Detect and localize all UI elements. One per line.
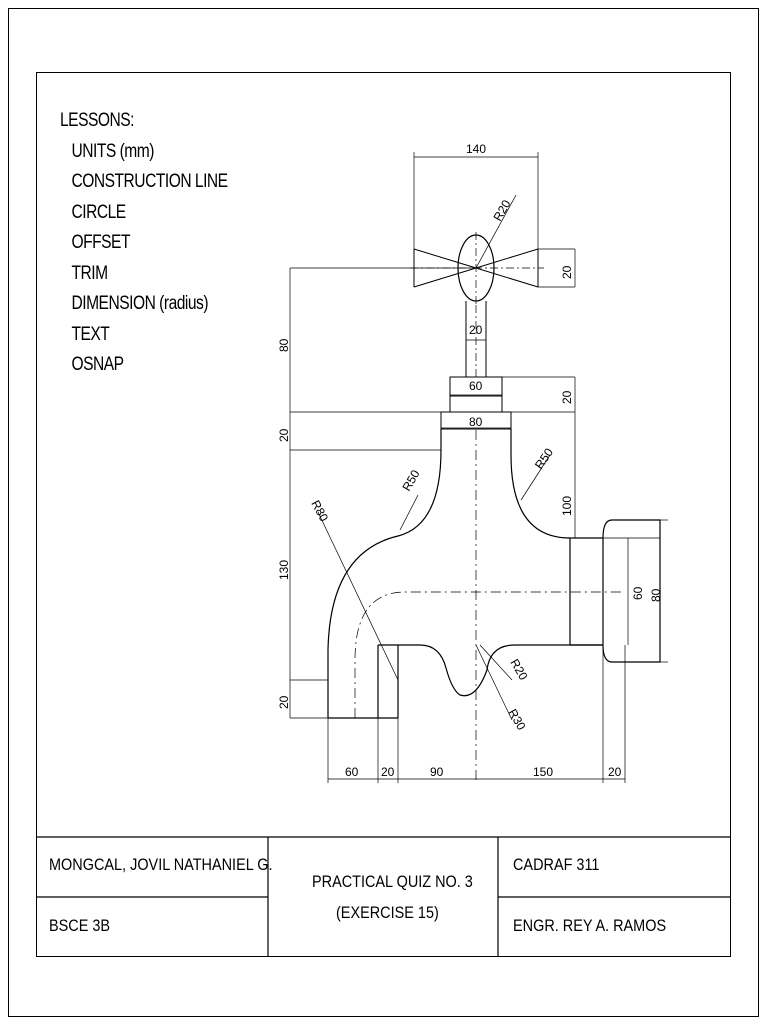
lessons-list: LESSONS: UNITS (mm) CONSTRUCTION LINE CI…	[60, 106, 228, 381]
section-label: BSCE 3B	[49, 916, 111, 935]
lesson-item: TRIM	[71, 262, 108, 284]
dim-80-right: 80	[649, 588, 663, 602]
lesson-item: TEXT	[71, 323, 110, 345]
lesson-item: CIRCLE	[71, 201, 126, 223]
title-block-grid	[36, 836, 731, 957]
dim-150: 150	[533, 765, 553, 779]
lesson-item: OSNAP	[71, 354, 124, 375]
dim-140: 140	[466, 142, 486, 156]
student-name: MONGCAL, JOVIL NATHANIEL G.	[49, 855, 273, 874]
dim-90: 90	[430, 765, 444, 779]
outer-border	[8, 8, 759, 1017]
dim-80-collar: 80	[469, 415, 483, 429]
dim-130: 130	[277, 560, 291, 580]
valve-handle	[410, 232, 575, 305]
drawing-sheet	[36, 72, 731, 957]
valve-cap	[440, 376, 512, 430]
course-code: CADRAF 311	[513, 855, 600, 874]
dim-80-left: 80	[277, 338, 291, 352]
quiz-title: PRACTICAL QUIZ NO. 3	[312, 872, 473, 891]
instructor-name: ENGR. REY A. RAMOS	[513, 916, 667, 935]
dim-20-b1: 20	[381, 765, 395, 779]
dim-60-right: 60	[631, 586, 645, 600]
lesson-item: CONSTRUCTION LINE	[71, 171, 228, 192]
dim-20-left-low: 20	[277, 695, 291, 709]
lesson-item: DIMENSION (radius)	[71, 293, 209, 314]
dim-r30: R30	[505, 707, 528, 733]
dimension-lines	[289, 152, 668, 783]
lesson-item: OFFSET	[71, 232, 130, 253]
dim-r50-right: R50	[532, 445, 556, 471]
dim-r80: R80	[308, 498, 331, 524]
valve-stem	[465, 301, 487, 378]
dim-20-stem: 20	[469, 323, 483, 337]
dim-100: 100	[560, 496, 574, 516]
dim-60-bottom: 60	[345, 765, 359, 779]
dim-r50-left: R50	[399, 467, 422, 493]
dim-60-cap: 60	[469, 379, 483, 393]
dim-20-left: 20	[277, 428, 291, 442]
dim-20-right-top: 20	[560, 265, 574, 279]
title-block: MONGCAL, JOVIL NATHANIEL G. BSCE 3B PRAC…	[36, 837, 731, 957]
dim-20-cap-right: 20	[560, 390, 574, 404]
dim-20-b2: 20	[608, 765, 622, 779]
body-centerlines	[354, 430, 625, 783]
dimension-texts: 140 R20 20 80 20 60 20 80 20 R50 R50 R80…	[277, 142, 663, 779]
valve-body	[290, 429, 661, 777]
lessons-heading: LESSONS:	[60, 110, 135, 131]
lesson-item: UNITS (mm)	[71, 140, 154, 162]
dim-r20-top: R20	[490, 197, 513, 223]
exercise-label: (EXERCISE 15)	[336, 903, 439, 922]
